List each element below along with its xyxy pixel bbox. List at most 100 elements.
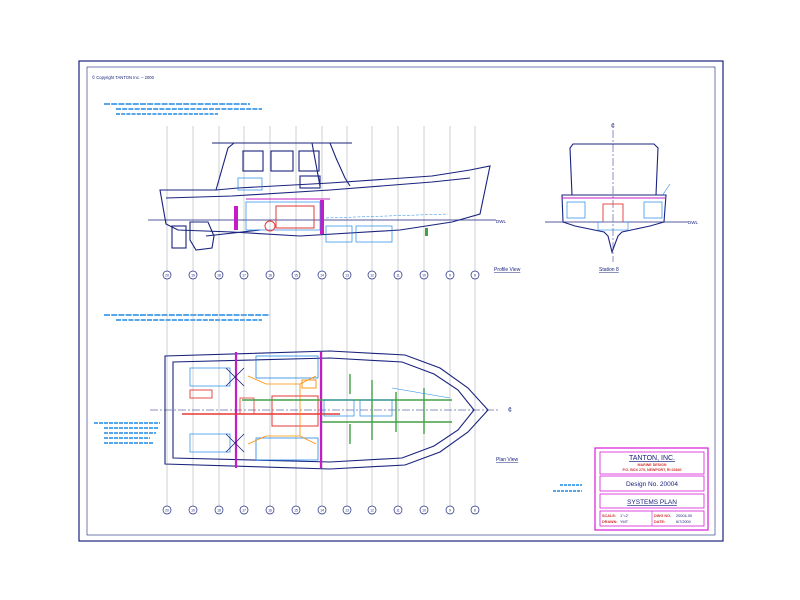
profile-bulkhead-aft — [234, 206, 238, 230]
section-sump — [597, 221, 629, 231]
station-bubble-plan — [419, 505, 429, 515]
station-bubble-plan — [317, 505, 327, 515]
profile-strainer — [425, 228, 428, 236]
station-bubble-plan — [239, 505, 249, 515]
station-bubble-profile — [239, 270, 249, 280]
plan-fuel-tank-stbd — [255, 437, 319, 461]
title-drawn-value: YMT — [620, 520, 629, 524]
profile-exhaust — [264, 220, 276, 232]
title-block-frame — [594, 447, 709, 531]
plan-aft-tank-stbd — [189, 433, 231, 453]
profile-view: DWL Profile View — [148, 142, 521, 273]
title-date-label: DATE: — [654, 520, 665, 524]
plan-notes — [104, 314, 270, 321]
title-date-value: 6/7/2000 — [676, 520, 691, 524]
station-number: 18 — [217, 273, 221, 277]
section-dwl-label: DWL — [688, 220, 698, 225]
title-drawing-box — [599, 493, 705, 509]
plan-view-label: Plan View — [496, 457, 519, 463]
profile-propshaft — [205, 229, 261, 237]
profile-window-3 — [298, 150, 320, 172]
station-number: 19 — [191, 273, 195, 277]
station-number: 8 — [474, 508, 476, 512]
plan-battery-crossing — [225, 367, 245, 453]
profile-sole-line — [325, 213, 449, 219]
plan-fwd-tank-1 — [323, 399, 355, 417]
station-number: 14 — [320, 508, 324, 512]
station-bubble-plan — [162, 505, 172, 515]
plan-engine — [271, 395, 319, 427]
station-number: 9 — [449, 273, 451, 277]
station-number: 13 — [345, 508, 349, 512]
station-bubble-profile — [317, 270, 327, 280]
section-centerline-symbol: ¢ — [611, 123, 615, 130]
station-number: 9 — [449, 508, 451, 512]
station-number: 15 — [294, 273, 298, 277]
station-bubble-profile — [188, 270, 198, 280]
profile-notes — [104, 103, 262, 115]
station-bubble-profile — [291, 270, 301, 280]
station-bubble-profile — [445, 270, 455, 280]
station-number: 17 — [242, 508, 246, 512]
plan-hull-outline — [164, 350, 489, 470]
station-bubble-plan — [342, 505, 352, 515]
profile-hull-outline — [159, 165, 491, 237]
station-bubble-profile — [367, 270, 377, 280]
station-number: 20 — [165, 508, 169, 512]
title-address: P.O. BOX 270, NEWPORT, RI 02840 — [622, 468, 681, 472]
station-bubble-profile — [393, 270, 403, 280]
station-number: 15 — [294, 508, 298, 512]
profile-tank-2 — [355, 225, 393, 243]
outer-border — [78, 60, 724, 542]
copyright-note: © Copyright TANTON Inc. – 2000 — [92, 75, 155, 80]
station-number: 11 — [396, 508, 400, 512]
station-bubble-profile — [214, 270, 224, 280]
plan-view: ¢ Plan View — [150, 350, 519, 470]
station-number: 10 — [422, 273, 426, 277]
profile-engine — [275, 205, 315, 229]
title-scale-label: SCALE: — [602, 514, 616, 518]
side-notes — [94, 422, 160, 444]
title-company-box — [599, 451, 705, 475]
station-number: 13 — [345, 273, 349, 277]
station-bubble-plan — [393, 505, 403, 515]
station-number: 11 — [396, 273, 400, 277]
profile-window-2 — [270, 150, 294, 172]
profile-sheer-line — [165, 177, 471, 199]
title-drawn-label: DRAWN: — [602, 520, 618, 524]
station-bubble-plan — [367, 505, 377, 515]
scale-annotation — [553, 484, 582, 492]
title-design-number: Design No. 20004 — [626, 481, 678, 488]
title-company: TANTON, INC. — [629, 455, 675, 462]
station-number: 12 — [370, 508, 374, 512]
section-hull — [561, 194, 667, 254]
plan-bow-line — [391, 387, 451, 399]
profile-view-label: Profile View — [494, 267, 521, 273]
title-scale-value: 1"=2' — [620, 514, 629, 518]
station-bubble-plan — [445, 505, 455, 515]
plan-aft-tank-port — [189, 367, 231, 387]
inner-border — [86, 66, 716, 536]
plan-gunwale — [172, 357, 475, 463]
profile-door — [237, 177, 263, 191]
station-bubble-profile — [470, 270, 480, 280]
station-bubble-profile — [342, 270, 352, 280]
station-bubble-profile — [162, 270, 172, 280]
profile-tank-1 — [325, 225, 353, 243]
station-number: 16 — [268, 273, 272, 277]
title-block: TANTON, INC. MARINE DESIGN P.O. BOX 270,… — [594, 447, 709, 531]
section-tank-port — [566, 201, 586, 219]
profile-engine-space — [245, 201, 321, 231]
station-number: 8 — [474, 273, 476, 277]
station-number: 17 — [242, 273, 246, 277]
station-number: 14 — [320, 273, 324, 277]
title-drawing-name: SYSTEMS PLAN — [627, 499, 677, 506]
plan-genset — [189, 389, 213, 399]
station-bubble-plan — [291, 505, 301, 515]
plan-panel — [301, 379, 317, 389]
profile-bulkhead-fwd — [320, 200, 324, 234]
station-number: 18 — [217, 508, 221, 512]
section-cabin — [569, 143, 659, 196]
station-bubble-plan — [265, 505, 275, 515]
